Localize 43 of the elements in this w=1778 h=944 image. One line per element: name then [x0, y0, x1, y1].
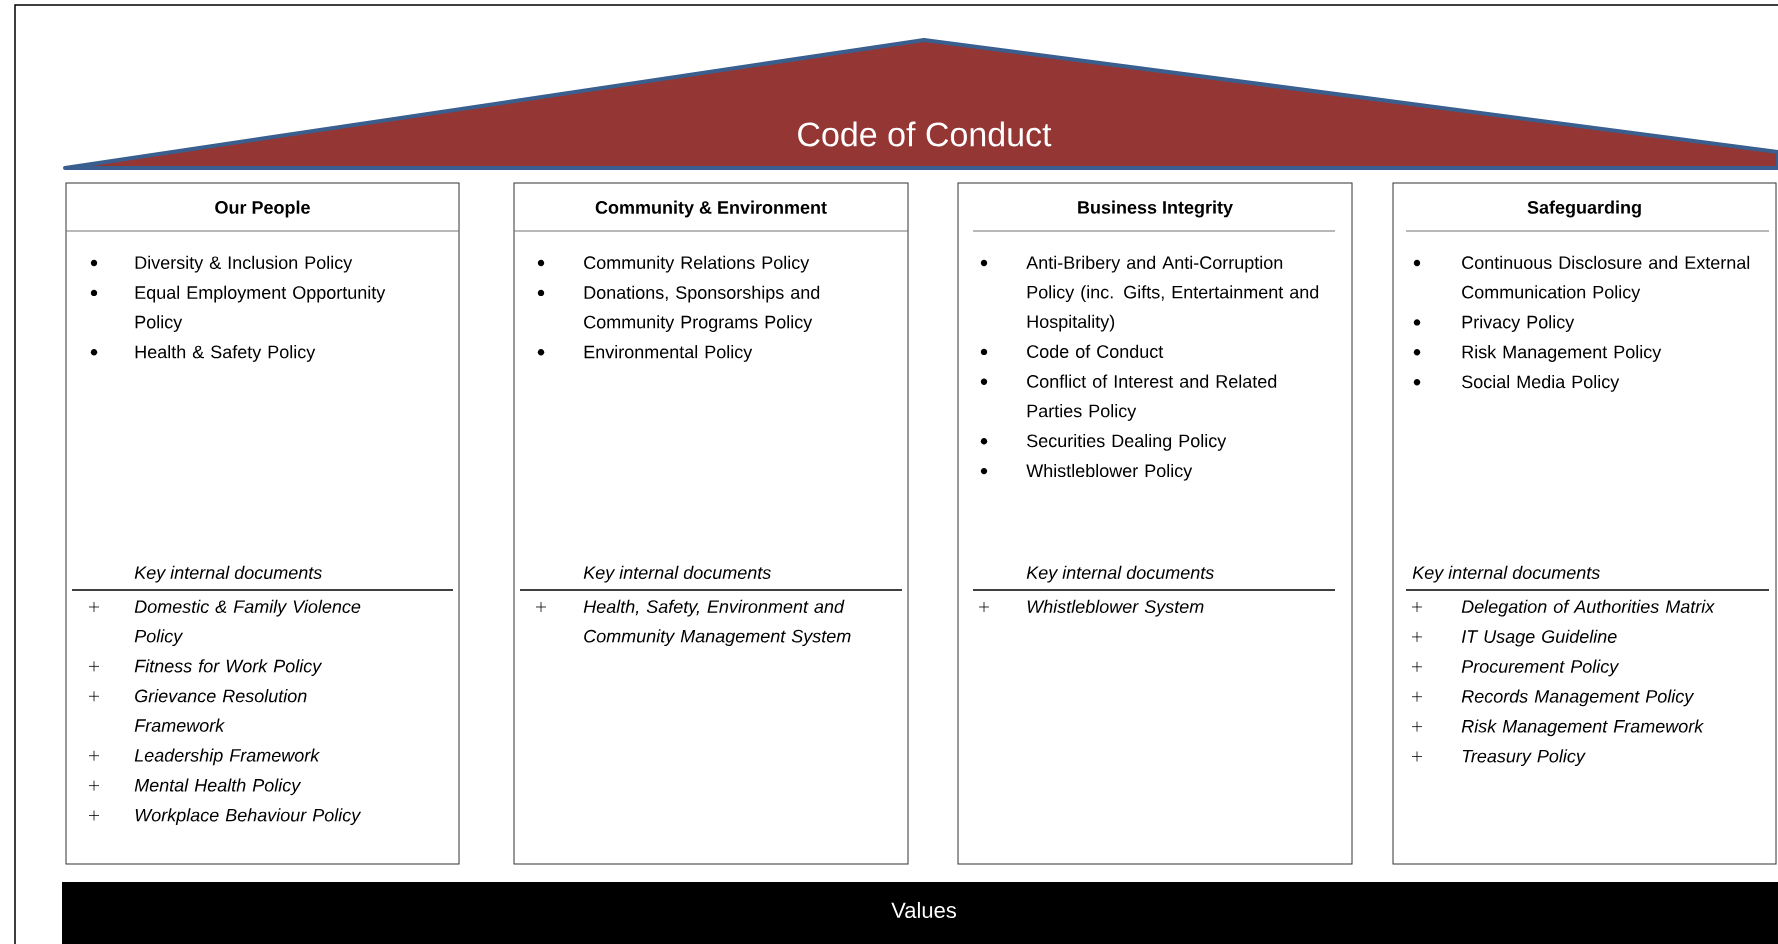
policy-column: [513, 182, 909, 865]
document-item: Workplace Behaviour Policy: [88, 808, 362, 826]
document-item: Treasury Policy: [1411, 749, 1586, 767]
policy-column: [65, 182, 460, 865]
document-item: Mental Health Policy: [88, 778, 302, 796]
document-item: Risk Management Framework: [1411, 719, 1704, 737]
document-item: Procurement Policy: [1411, 659, 1620, 677]
bullet-item: Diversity & Inclusion Policy: [90, 255, 353, 273]
section-heading: Key internal documents: [134, 565, 322, 583]
column-heading: Business Integrity: [1078, 200, 1233, 218]
values-bar: Values: [62, 882, 1778, 944]
document-item: Fitness for Work Policy: [88, 659, 323, 676]
bullet-item: Code of Conduct: [980, 344, 1164, 358]
section-heading: Key internal documents: [1412, 565, 1600, 583]
roof-banner: Code of Conduct: [63, 38, 1778, 170]
bullet-item: Social Media Policy: [1413, 375, 1620, 392]
bullet-item: Continuous Disclosure and External Communication Policy: [1413, 255, 1750, 303]
document-item: Grievance Resolution Framework: [88, 689, 307, 732]
bullet-item: Health & Safety Policy: [90, 345, 316, 362]
policy-column: [1392, 182, 1777, 865]
column-heading: Our People: [215, 200, 310, 218]
section-heading: Key internal documents: [583, 565, 771, 583]
bullet-item: Securities Dealing Policy: [980, 434, 1227, 451]
document-item: Leadership Framework: [88, 748, 320, 766]
bullet-item: Community Relations Policy: [537, 255, 810, 273]
bullet-item: Anti-Bribery and Anti-Corruption Policy (inc. Gifts, Entertainment and Hospitality): [980, 255, 1319, 332]
column-heading: Community & Environment: [595, 200, 827, 218]
policy-column: [957, 182, 1353, 865]
document-item: Whistleblower System: [978, 599, 1204, 617]
bullet-item: Whistleblower Policy: [980, 463, 1193, 481]
bullet-item: Environmental Policy: [537, 345, 753, 362]
document-item: Records Management Policy: [1411, 689, 1695, 707]
bullet-item: Risk Management Policy: [1413, 345, 1662, 362]
document-item: Delegation of Authorities Matrix: [1411, 599, 1715, 617]
bullet-item: Conflict of Interest and Related Parties Policy: [980, 374, 1277, 421]
column-heading: Safeguarding: [1527, 200, 1641, 218]
bullet-item: Equal Employment Opportunity Policy: [90, 285, 386, 332]
bullet-item: Privacy Policy: [1413, 315, 1575, 332]
bullet-item: Donations, Sponsorships and Community Programs Policy: [537, 285, 820, 332]
document-item: Domestic & Family Violence Policy: [88, 599, 361, 647]
document-item: Health, Safety, Environment and Community Management System: [535, 599, 851, 647]
section-heading: Key internal documents: [1026, 565, 1214, 583]
document-item: IT Usage Guideline: [1411, 629, 1617, 647]
